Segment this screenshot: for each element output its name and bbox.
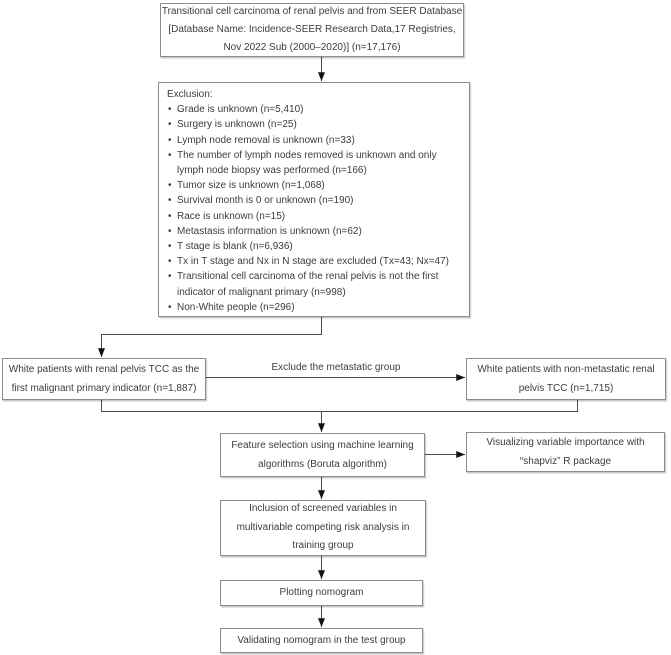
box-text-line: Inclusion of screened variables in xyxy=(249,503,397,515)
box-text-line: [Database Name: Incidence-SEER Research … xyxy=(168,24,456,35)
box-text-line: Transitional cell carcinoma of renal pel… xyxy=(161,6,463,17)
exclusion-title: Exclusion: xyxy=(167,89,213,100)
box-text-line: White patients with renal pelvis TCC as … xyxy=(8,364,200,375)
box-text-line: Validating nomogram in the test group xyxy=(237,634,406,646)
box-text-line: Nov 2022 Sub (2000–2020)] (n=17,176) xyxy=(223,42,401,53)
exclusion-item: T stage is blank (n=6,936) xyxy=(167,239,457,254)
exclusion-item: Tx in T stage and Nx in N stage are excl… xyxy=(167,254,457,269)
box-text-line: pelvis TCC (n=1,715) xyxy=(518,383,614,394)
box-text-line: Visualizing variable importance with xyxy=(486,437,645,448)
box-text-line: training group xyxy=(292,540,354,552)
exclusion-item: Lymph node removal is unknown (n=33) xyxy=(167,133,457,148)
box-text-line: “shapviz” R package xyxy=(519,456,612,467)
feature-selection-box: Feature selection using machine learning… xyxy=(220,433,425,477)
box-text-line: White patients with non-metastatic renal xyxy=(477,364,655,375)
exclusion-item: The number of lymph nodes removed is unk… xyxy=(167,148,457,178)
tcc-first-primary-box: White patients with renal pelvis TCC as … xyxy=(2,358,206,400)
non-metastatic-box: White patients with non-metastatic renal… xyxy=(466,358,666,400)
box-text-line: Feature selection using machine learning xyxy=(231,440,414,451)
exclusion-item: Tumor size is unknown (n=1,068) xyxy=(167,178,457,193)
box-text-line: algorithms (Boruta algorithm) xyxy=(258,459,387,470)
exclusion-box: Exclusion: Grade is unknown (n=5,410) Su… xyxy=(158,82,470,317)
seer-source-box: Transitional cell carcinoma of renal pel… xyxy=(160,3,464,57)
box-text-line: first malignant primary indicator (n=1,8… xyxy=(11,383,197,394)
exclusion-item: Metastasis information is unknown (n=62) xyxy=(167,224,457,239)
exclusion-item: Survival month is 0 or unknown (n=190) xyxy=(167,193,457,208)
validating-nomogram-box: Validating nomogram in the test group xyxy=(220,628,423,653)
exclusion-item: Non-White people (n=296) xyxy=(167,300,457,315)
competing-risk-box: Inclusion of screened variables in multi… xyxy=(220,500,426,556)
exclude-metastatic-label: Exclude the metastatic group xyxy=(271,362,401,373)
exclusion-item: Grade is unknown (n=5,410) xyxy=(167,102,457,117)
box-text-line: Plotting nomogram xyxy=(279,587,364,598)
box-text-line: multivariable competing risk analysis in xyxy=(236,521,410,533)
arrow-exclusion-to-left-box xyxy=(98,317,322,357)
plotting-nomogram-box: Plotting nomogram xyxy=(220,580,423,606)
exclusion-item: Surgery is unknown (n=25) xyxy=(167,117,457,132)
shapviz-box: Visualizing variable importance with “sh… xyxy=(466,432,665,472)
exclusion-item: Race is unknown (n=15) xyxy=(167,209,457,224)
exclusion-item: Transitional cell carcinoma of the renal… xyxy=(167,269,457,299)
exclusion-list: Grade is unknown (n=5,410) Surgery is un… xyxy=(167,102,457,315)
